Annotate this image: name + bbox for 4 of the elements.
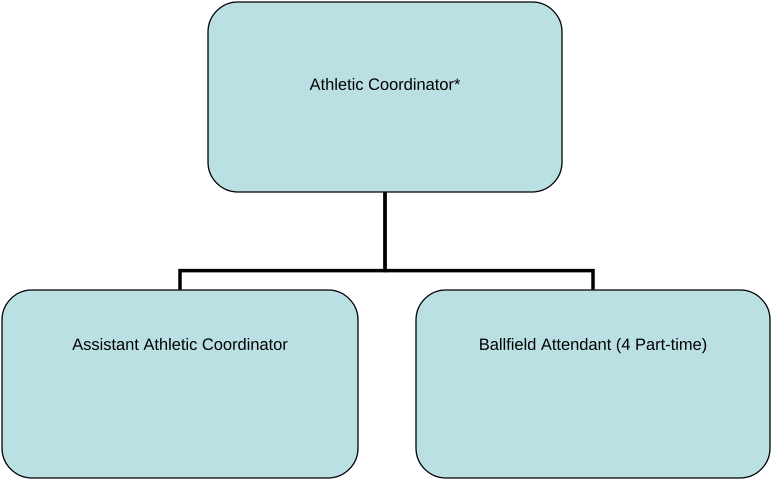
org-box: Assistant Athletic Coordinator	[1, 289, 359, 479]
org-box: Ballfield Attendant (4 Part-time)	[415, 289, 771, 479]
org-box: Athletic Coordinator*	[207, 1, 563, 193]
connector-line	[383, 192, 595, 290]
